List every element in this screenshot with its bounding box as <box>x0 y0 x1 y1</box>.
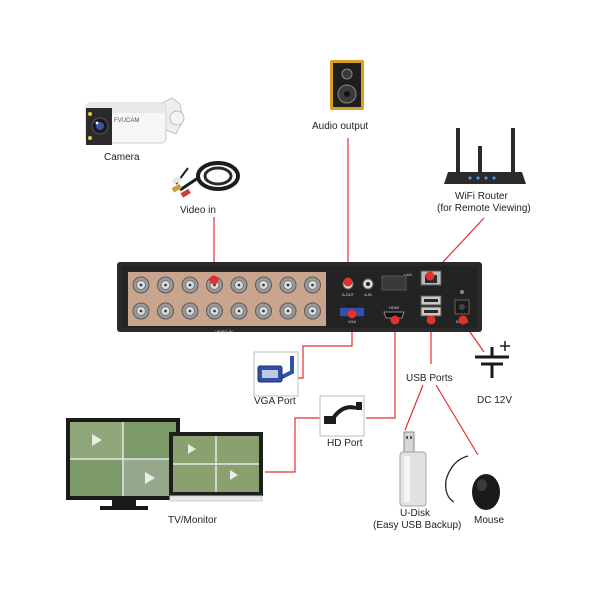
bnc-connector-pin <box>262 309 265 313</box>
vga-line <box>298 318 353 379</box>
bnc-connector-pin <box>286 283 290 287</box>
hdmi-panel-label: HDMI <box>389 306 399 310</box>
monitor-large <box>66 418 180 510</box>
audio-output-label: Audio output <box>312 121 369 132</box>
camera-label: Camera <box>104 152 140 163</box>
bnc-connector-pin <box>262 283 265 287</box>
bnc-connector-pin <box>164 309 167 313</box>
wifi-router-label-line2: (for Remote Viewing) <box>437 203 531 214</box>
bnc-connector-pin <box>188 309 192 313</box>
video-in-panel-label: VIDEO IN <box>215 329 233 334</box>
hd-cable-image <box>319 395 365 437</box>
dc-label: DC 12V <box>477 395 513 406</box>
audio-in-panel-label: A-IN <box>364 293 372 297</box>
hd-port-label: HD Port <box>327 438 363 449</box>
monitor-small <box>169 432 263 502</box>
dvr-recorder: VIDEO IN A-OUT A-IN VGA HDMI LAN USB <box>117 262 482 334</box>
usb-ports-label: USB Ports <box>406 373 453 384</box>
bnc-connector-pin <box>286 309 290 313</box>
udisk-image <box>399 431 427 507</box>
vga-port-label: VGA Port <box>254 396 296 407</box>
tv-monitor-label: TV/Monitor <box>168 515 217 526</box>
vga-cable-image <box>253 351 299 397</box>
bnc-connector-pin <box>139 309 143 313</box>
bnc-connector-pin <box>139 283 143 287</box>
wifi-router-label-line1: WiFi Router <box>455 191 508 202</box>
bnc-panel <box>128 272 326 326</box>
camera-brand: FVUCAM <box>114 118 139 124</box>
bnc-connector-pin <box>237 309 241 313</box>
bnc-connector-pin <box>311 309 314 313</box>
lan-panel-label: LAN <box>404 273 412 277</box>
usb-to-udisk-line <box>404 384 424 431</box>
dc-symbol <box>475 341 510 378</box>
mouse-label: Mouse <box>474 515 505 526</box>
usb-to-mouse-line <box>435 384 479 456</box>
speaker-image <box>330 60 364 110</box>
router-image <box>444 128 526 184</box>
audio-out-panel-label: A-OUT <box>342 293 354 297</box>
bnc-connector-pin <box>188 283 192 287</box>
udisk-label-line1: U-Disk <box>400 508 430 519</box>
camera-image: FVUCAM <box>85 97 185 145</box>
vga-panel-label: VGA <box>348 320 356 324</box>
bnc-connector-pin <box>213 309 216 313</box>
hd-line-1 <box>366 322 396 419</box>
bnc-connector-pin <box>164 283 167 287</box>
bnc-connector-pin <box>311 283 314 287</box>
cable-coil-image <box>171 161 240 198</box>
bnc-connector-pin <box>237 283 241 287</box>
connector-lines <box>213 138 485 473</box>
udisk-label-line2: (Easy USB Backup) <box>373 520 462 531</box>
bnc-connectors <box>132 276 321 320</box>
video-in-label: Video in <box>180 205 216 216</box>
mouse-image <box>445 455 500 510</box>
connection-dots <box>209 271 468 325</box>
hd-line-2 <box>265 417 327 473</box>
